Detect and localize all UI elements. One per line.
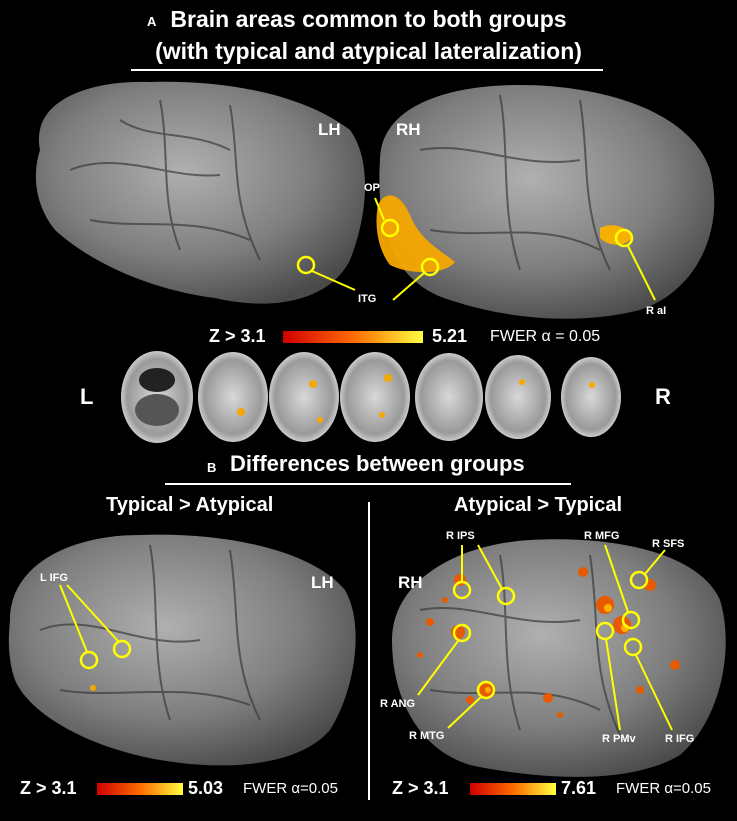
panel-a-title-line2: (with typical and atypical lateralizatio… xyxy=(155,38,582,64)
colorbar-b-right-max: 7.61 xyxy=(561,778,597,798)
marker-itg-lh xyxy=(296,255,356,291)
colorbar-b-left-max: 5.03 xyxy=(188,778,224,798)
brain-lh-bottom xyxy=(8,534,356,766)
brain-rh-bottom xyxy=(392,539,726,777)
label-rmtg: R MTG xyxy=(409,730,445,742)
colorbar-b-left xyxy=(97,783,183,795)
rh-label-b: RH xyxy=(398,573,423,592)
label-rifg: R IFG xyxy=(665,733,695,745)
marker-rai xyxy=(614,228,656,301)
label-rang: R ANG xyxy=(380,698,416,710)
label-rmfg: R MFG xyxy=(584,530,620,542)
atypical-heading: Atypical > Typical xyxy=(454,494,623,516)
colorbar-a xyxy=(283,331,423,343)
colorbar-b-left-fwer: FWER α=0.05 xyxy=(243,780,338,797)
lh-label-a: LH xyxy=(318,120,341,139)
rh-label-a: RH xyxy=(396,120,421,139)
marker-lifg xyxy=(59,584,132,670)
panel-a-title-line1: Brain areas common to both groups xyxy=(170,6,567,32)
colorbar-a-min: Z > 3.1 xyxy=(209,326,266,346)
colorbar-b-right-fwer: FWER α=0.05 xyxy=(616,780,711,797)
axial-slices xyxy=(121,351,621,443)
panel-b-title-underline xyxy=(165,483,571,485)
panel-a-letter: A xyxy=(147,14,157,29)
label-rai: R aI xyxy=(646,305,667,317)
colorbar-b-right xyxy=(470,783,556,795)
label-rips: R IPS xyxy=(446,530,475,542)
panel-b-letter: B xyxy=(207,460,217,475)
label-rpmv: R PMv xyxy=(602,733,636,745)
panel-a-title-underline xyxy=(131,69,603,71)
panel-b-title: Differences between groups xyxy=(230,451,525,476)
axial-right-label: R xyxy=(655,384,671,409)
typical-heading: Typical > Atypical xyxy=(106,494,274,516)
marker-op xyxy=(374,197,400,238)
label-itg: ITG xyxy=(358,293,377,305)
markers-atypical xyxy=(417,544,673,731)
colorbar-a-fwer: FWER α = 0.05 xyxy=(490,328,601,345)
brain-lh-top xyxy=(35,81,366,304)
colorbar-b-right-min: Z > 3.1 xyxy=(392,778,449,798)
label-lifg: L IFG xyxy=(40,572,68,584)
brain-rh-top xyxy=(376,85,715,319)
label-op: OP xyxy=(364,182,380,194)
colorbar-b-left-min: Z > 3.1 xyxy=(20,778,77,798)
colorbar-a-max: 5.21 xyxy=(432,326,468,346)
axial-left-label: L xyxy=(80,384,94,409)
label-rsfs: R SFS xyxy=(652,538,685,550)
lh-label-b: LH xyxy=(311,573,334,592)
marker-itg-rh xyxy=(392,257,440,301)
